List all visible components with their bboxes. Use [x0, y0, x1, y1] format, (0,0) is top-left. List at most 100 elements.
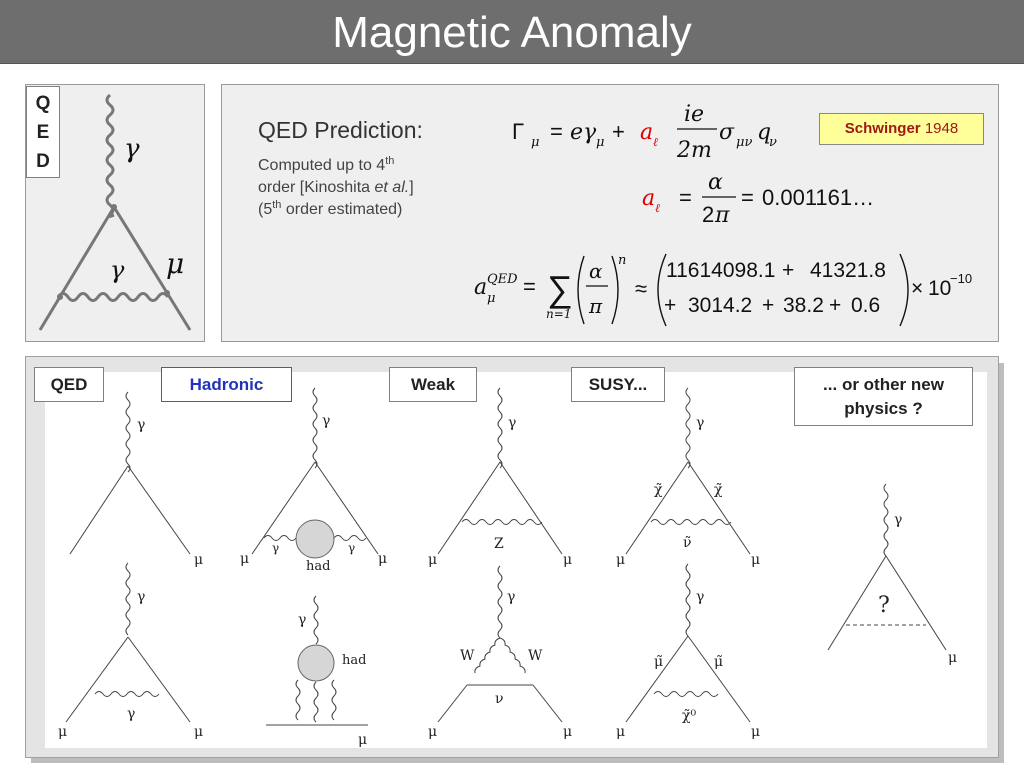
- loop-photon-symbol: γ: [110, 256, 125, 284]
- svg-text:41321.8: 41321.8: [810, 259, 886, 282]
- svg-text:μ: μ: [563, 724, 572, 740]
- svg-text:μ: μ: [948, 650, 957, 666]
- prediction-note: Computed up to 4th order [Kinoshita et a…: [258, 155, 414, 219]
- svg-text:3014.2: 3014.2: [688, 294, 752, 317]
- svg-text:μ: μ: [358, 732, 367, 748]
- qed-tree-diagram: [69, 391, 191, 555]
- incoming-lepton-line: [38, 206, 116, 331]
- svg-text:α: α: [708, 170, 723, 195]
- svg-text:μ: μ: [531, 135, 539, 150]
- svg-text:μ: μ: [58, 724, 67, 740]
- vertex-dot: [57, 294, 63, 300]
- hadronic-blob: [297, 644, 335, 682]
- svg-text:2m: 2m: [676, 138, 712, 163]
- svg-text:μ: μ: [616, 552, 625, 568]
- svg-text:γ: γ: [508, 415, 516, 431]
- weak-z-diagram: [437, 387, 563, 555]
- svg-text:μ: μ: [194, 552, 203, 568]
- qed-letter-q: Q: [35, 93, 51, 114]
- svg-text:ν: ν: [769, 135, 777, 150]
- svg-text:=: =: [523, 274, 536, 299]
- svg-text:?: ?: [878, 593, 890, 618]
- title-bar: Magnetic Anomaly: [0, 0, 1024, 64]
- vertex-function-equation: Γ μ = eγ μ + a ℓ ie 2m σ μν q ν: [512, 102, 777, 163]
- susy-chargino-diagram: [625, 387, 751, 555]
- svg-text:ν̃: ν̃: [683, 535, 692, 551]
- schwinger-value: 0.001161…: [762, 185, 874, 210]
- svg-text:μ: μ: [240, 551, 249, 567]
- svg-text:χ̃⁰: χ̃⁰: [682, 708, 696, 724]
- svg-text:χ̃: χ̃: [714, 482, 723, 498]
- svg-text:γ: γ: [348, 541, 355, 555]
- svg-text:QED: QED: [487, 272, 518, 287]
- svg-text:Z: Z: [494, 536, 504, 552]
- svg-text:γ: γ: [696, 589, 704, 605]
- category-new-physics: ... or other new physics ?: [794, 367, 973, 426]
- vertex-dot: [111, 204, 117, 210]
- svg-text:a: a: [474, 275, 487, 300]
- svg-text:×: ×: [911, 277, 923, 300]
- internal-photon-line: [56, 292, 170, 302]
- hadronic-blob: [295, 519, 335, 559]
- outgoing-lepton-line: [112, 206, 192, 331]
- external-photon-line: [105, 93, 115, 218]
- svg-text:−10: −10: [950, 271, 972, 286]
- svg-text:+: +: [664, 294, 676, 317]
- svg-text:38.2: 38.2: [783, 294, 824, 317]
- schwinger-term-equation: a ℓ = α 2 π = 0.001161…: [642, 170, 874, 228]
- qed-loop-diagram: [65, 562, 191, 723]
- svg-text:=: =: [741, 185, 754, 210]
- svg-text:μν: μν: [736, 135, 752, 150]
- lepton-symbol: μ: [166, 247, 184, 280]
- photon-symbol: γ: [124, 134, 140, 164]
- svg-text:ℓ: ℓ: [655, 201, 660, 215]
- svg-text:ℓ: ℓ: [653, 135, 658, 149]
- svg-text:μ: μ: [563, 552, 572, 568]
- qed-letters-box: Q E D: [26, 86, 60, 178]
- svg-text:μ: μ: [428, 724, 437, 740]
- diagram-labels: γ μ γ γ μ μ γ γ γ had μ μ γ had μ γ Z μ …: [58, 413, 957, 748]
- svg-text:eγ: eγ: [570, 120, 597, 145]
- svg-text:γ: γ: [127, 706, 135, 722]
- svg-text:γ: γ: [507, 589, 515, 605]
- svg-text:n: n: [618, 253, 626, 268]
- svg-text:μ: μ: [428, 552, 437, 568]
- svg-text:μ̃: μ̃: [714, 654, 723, 670]
- svg-text:q: q: [757, 120, 771, 145]
- svg-text:+: +: [762, 294, 774, 317]
- svg-text:ν: ν: [495, 691, 504, 707]
- category-qed: QED: [34, 367, 104, 402]
- svg-text:μ: μ: [487, 291, 495, 306]
- svg-text:μ: μ: [194, 724, 203, 740]
- svg-text:α: α: [589, 259, 603, 283]
- svg-text:ie: ie: [684, 102, 704, 127]
- svg-text:had: had: [342, 653, 366, 668]
- hadronic-vacuum-polarization-diagram: [251, 387, 379, 555]
- svg-text:Γ: Γ: [512, 119, 524, 144]
- schwinger-badge: Schwinger 1948: [819, 113, 984, 145]
- svg-text:10: 10: [928, 277, 951, 300]
- svg-text:γ: γ: [137, 589, 145, 605]
- qed-vertex-diagram: [38, 93, 192, 331]
- svg-text:+: +: [612, 119, 625, 144]
- new-physics-diagram: [827, 483, 947, 651]
- category-hadronic: Hadronic: [161, 367, 292, 402]
- svg-text:11614098.1: 11614098.1: [666, 259, 775, 282]
- svg-text:γ: γ: [137, 417, 145, 433]
- qed-letter-e: E: [36, 122, 50, 143]
- vertex-dot: [164, 290, 170, 296]
- svg-text:0.6: 0.6: [851, 294, 880, 317]
- svg-text:had: had: [306, 559, 330, 574]
- svg-text:a: a: [642, 186, 655, 211]
- svg-text:σ: σ: [719, 120, 735, 145]
- svg-text:γ: γ: [322, 413, 330, 429]
- svg-text:χ̃: χ̃: [654, 482, 663, 498]
- svg-text:γ: γ: [272, 541, 279, 555]
- category-weak: Weak: [389, 367, 477, 402]
- schwinger-name: Schwinger: [844, 120, 921, 137]
- svg-text:γ: γ: [894, 512, 902, 528]
- svg-text:+: +: [829, 294, 841, 317]
- svg-text:μ: μ: [596, 135, 604, 150]
- susy-neutralino-diagram: [625, 563, 751, 723]
